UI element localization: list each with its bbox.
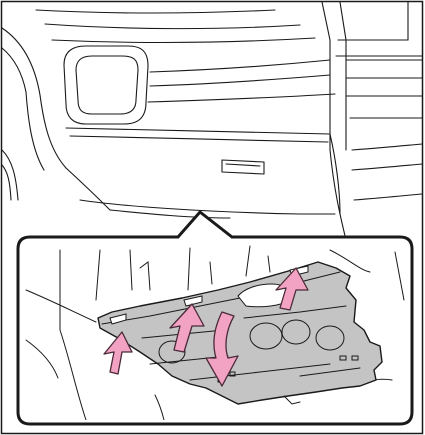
illustration-svg	[0, 0, 425, 435]
removal-illustration	[0, 0, 425, 435]
